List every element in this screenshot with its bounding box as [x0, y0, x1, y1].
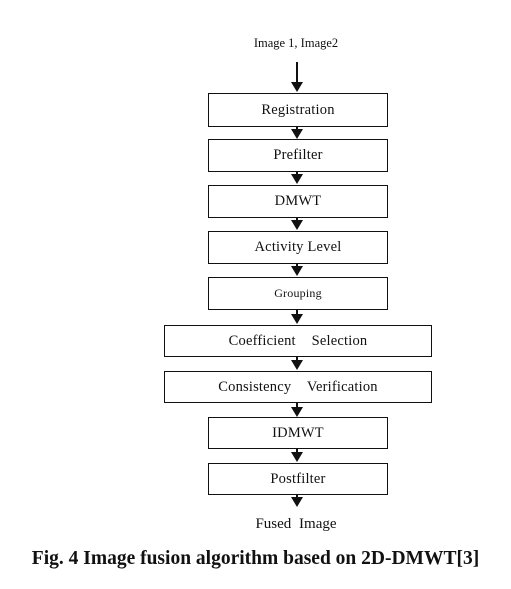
step-postfilter: Postfilter: [208, 463, 388, 495]
step-consistency-verification: Consistency Verification: [164, 371, 432, 403]
figure-caption: Fig. 4 Image fusion algorithm based on 2…: [31, 548, 480, 569]
step-idmwt: IDMWT: [208, 417, 388, 449]
input-label: Image 1, Image2: [253, 36, 339, 50]
output-label: Fused Image: [255, 516, 337, 532]
step-grouping: Grouping: [208, 277, 388, 310]
step-activity-level: Activity Level: [208, 231, 388, 264]
step-registration: Registration: [208, 93, 388, 127]
step-prefilter: Prefilter: [208, 139, 388, 172]
step-dmwt: DMWT: [208, 185, 388, 218]
step-coefficient-selection: Coefficient Selection: [164, 325, 432, 357]
